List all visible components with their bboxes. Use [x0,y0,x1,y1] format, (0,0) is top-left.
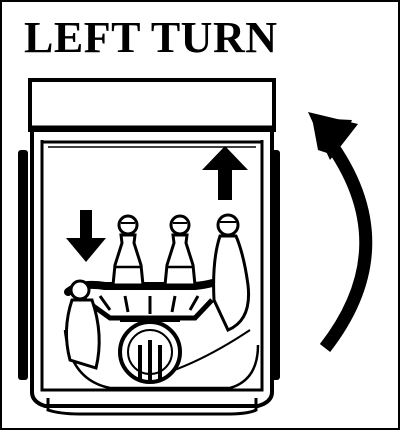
left-side-rail [18,150,28,380]
arrow-down-icon [66,210,106,262]
arrow-up-icon [202,146,248,200]
cart-top-view-icon [18,78,280,416]
diagram-title: LEFT TURN [24,13,278,62]
curved-arrow-counterclockwise-icon [308,112,373,352]
crew-member-4 [65,279,101,370]
center-post [118,318,182,384]
crew-group [64,213,251,384]
cart-roof [28,78,276,132]
crew-member-3 [212,213,251,332]
